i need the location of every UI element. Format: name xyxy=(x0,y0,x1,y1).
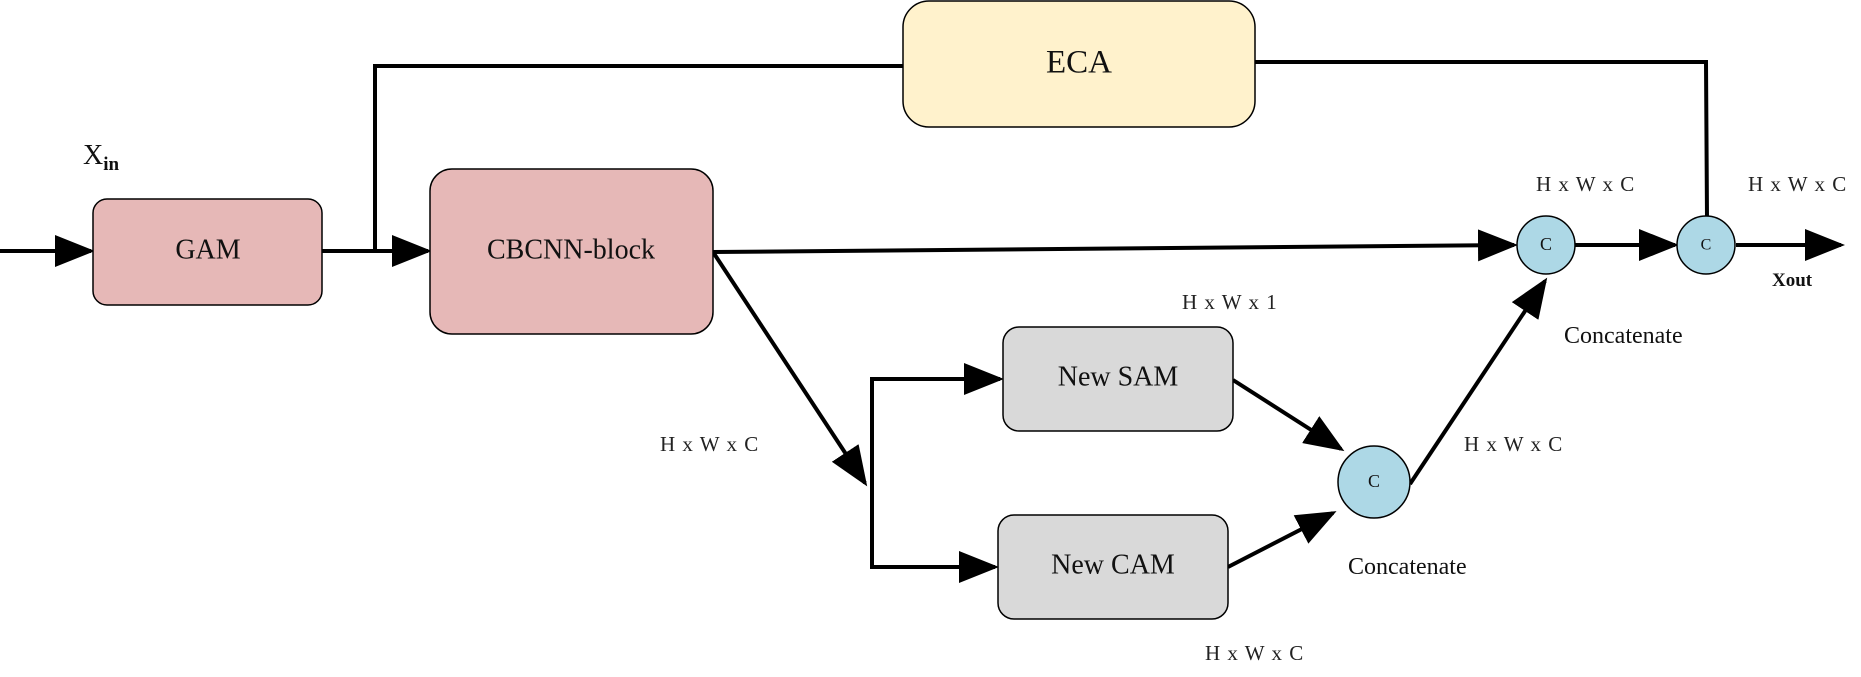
sam-label: New SAM xyxy=(1058,361,1179,392)
concat-node-lower: C xyxy=(1337,445,1411,519)
eca-block: ECA xyxy=(902,0,1256,128)
concat-node-middle-symbol: C xyxy=(1540,234,1552,254)
eca-to-concat-wire xyxy=(1255,60,1709,219)
cbcnn-to-concat-arrow xyxy=(712,229,1518,262)
cbcnn-block: CBCNN-block xyxy=(429,168,714,335)
cbcnn-label: CBCNN-block xyxy=(487,234,655,265)
cam-block: New CAM xyxy=(997,514,1229,620)
concat-node-output: C xyxy=(1676,215,1736,275)
sam-block: New SAM xyxy=(1002,326,1234,432)
branch-to-sam-arrow xyxy=(870,363,1004,487)
concatenate-label-upper: Concatenate xyxy=(1564,323,1683,349)
branch-to-cam-arrow xyxy=(870,487,999,583)
connections xyxy=(0,60,1845,583)
dim-label-output: H x W x C xyxy=(1748,172,1847,196)
cam-to-merge-arrow xyxy=(1227,511,1337,569)
input-label: Xin xyxy=(83,140,120,175)
svg-text:Xin: Xin xyxy=(83,140,120,175)
sam-to-merge-arrow xyxy=(1231,378,1345,452)
concat-node-middle: C xyxy=(1516,215,1576,275)
input-label-base: X xyxy=(83,140,103,171)
dim-label-sam-out: H x W x 1 xyxy=(1182,290,1278,314)
cbcnn-to-branch-arrow xyxy=(711,250,868,487)
gam-block: GAM xyxy=(92,198,323,306)
merge-to-concat-arrow xyxy=(1408,277,1548,486)
dim-label-concat-top: H x W x C xyxy=(1536,172,1635,196)
dim-label-after-cbcnn: H x W x C xyxy=(660,432,759,456)
eca-label: ECA xyxy=(1046,45,1112,81)
input-label-subscript: in xyxy=(103,154,119,175)
concatenate-label-lower: Concatenate xyxy=(1348,554,1467,580)
concat-node-lower-symbol: C xyxy=(1368,471,1380,491)
output-label: Xout xyxy=(1772,270,1813,291)
dim-label-merge-out: H x W x C xyxy=(1464,432,1563,456)
gam-label: GAM xyxy=(175,234,240,265)
skip-to-eca-wire xyxy=(373,64,903,251)
dim-label-cam-out: H x W x C xyxy=(1205,641,1304,665)
cam-label: New CAM xyxy=(1051,549,1175,580)
concat-node-output-symbol: C xyxy=(1701,237,1712,254)
